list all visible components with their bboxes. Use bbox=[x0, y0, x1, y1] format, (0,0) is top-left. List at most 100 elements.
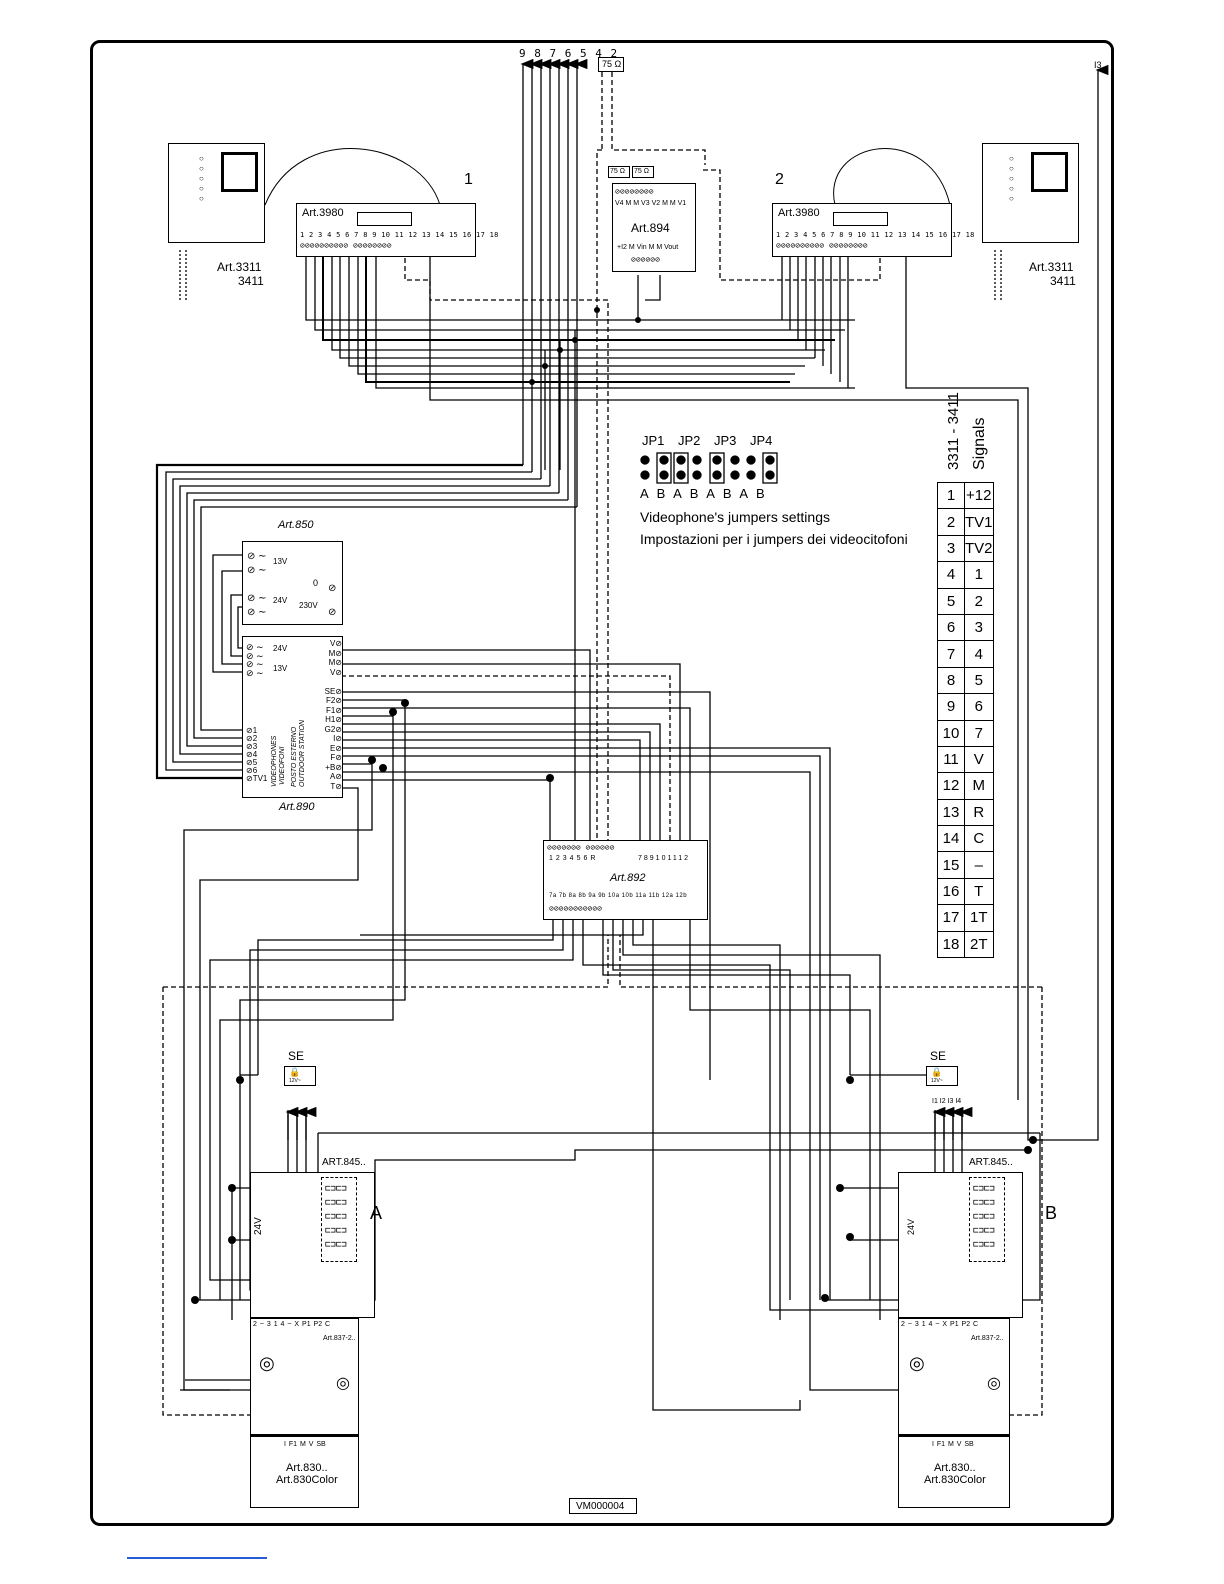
art850-230v: 230V bbox=[299, 601, 318, 610]
se-right-lock-icon: 🔒 bbox=[931, 1067, 943, 1077]
signal-number: 10 bbox=[937, 719, 965, 747]
station-b-keypad-frame: 24V ⊏⊐⊏⊐⊏⊐⊏⊐⊏⊐⊏⊐⊏⊐⊏⊐⊏⊐⊏⊐ bbox=[898, 1172, 1023, 1318]
se-left-label: SE bbox=[288, 1049, 305, 1063]
art892-top-terms-2: 789101112 bbox=[638, 855, 690, 862]
art890-label-posto: POSTO ESTERNO bbox=[291, 726, 298, 787]
phone-right-model2: 3411 bbox=[1050, 274, 1076, 288]
art894: ⊘⊘⊘⊘⊘⊘⊘⊘ V4 M M V3 V2 M M V1 Art.894 +I2… bbox=[612, 183, 696, 272]
signal-name: R bbox=[964, 798, 994, 827]
art890-13v: 13V bbox=[273, 664, 288, 673]
art890-right-terminals: V⊘M⊘M⊘V⊘ SE⊘F2⊘F1⊘H1⊘G2⊘I⊘E⊘F⊘+B⊘A⊘T⊘ bbox=[324, 639, 342, 791]
signal-name: 6 bbox=[964, 693, 994, 721]
station-b-camera-terms: I F1 M V SB bbox=[932, 1441, 974, 1448]
jumper-label-jp3: JP3 bbox=[714, 433, 737, 448]
signal-name: 7 bbox=[964, 719, 994, 747]
art3980-left-screws-icon: ⊘⊘⊘⊘⊘⊘⊘⊘⊘⊘ ⊘⊘⊘⊘⊘⊘⊘⊘ bbox=[300, 241, 392, 250]
video-bus-loop bbox=[155, 463, 577, 780]
station-b-letter: B bbox=[1045, 1203, 1058, 1223]
diagram-frame bbox=[90, 40, 1114, 1526]
art3980-left-title: Art.3980 bbox=[302, 207, 344, 219]
station-b-button-icons: ⊏⊐⊏⊐⊏⊐⊏⊐⊏⊐⊏⊐⊏⊐⊏⊐⊏⊐⊏⊐ bbox=[973, 1184, 995, 1250]
station-b-mic-icon: ◎ bbox=[987, 1375, 1001, 1392]
art892-screws-top-icon: ⊘⊘⊘⊘⊘⊘⊘ ⊘⊘⊘⊘⊘⊘ bbox=[547, 843, 615, 852]
footer-link-underline bbox=[127, 1557, 267, 1559]
se-left-lock: 🔒 12V~ bbox=[284, 1066, 316, 1086]
art894-resistor-2: 75 Ω bbox=[632, 166, 654, 178]
art894-bottom-terms: +I2 M Vin M M Vout bbox=[617, 244, 679, 251]
art890-power-terminals-icon: ⊘ ∼⊘ ∼⊘ ∼⊘ ∼ bbox=[246, 642, 264, 678]
art894-title: Art.894 bbox=[631, 221, 670, 235]
signal-number: 2 bbox=[937, 508, 965, 536]
jumper-grid bbox=[640, 452, 778, 484]
monitor1-wires bbox=[305, 250, 1019, 1100]
art892-top-terms: 123456R bbox=[549, 855, 599, 862]
phone-right-buttons-icon: ○○○○○ bbox=[1009, 154, 1014, 203]
art850-title: Art.850 bbox=[278, 519, 314, 531]
art892-output-wires bbox=[209, 918, 961, 1411]
signal-name: M bbox=[964, 772, 994, 800]
station-a-lamp-label: 24V bbox=[253, 1217, 264, 1235]
station-a-keypad-buttons: ⊏⊐⊏⊐⊏⊐⊏⊐⊏⊐⊏⊐⊏⊐⊏⊐⊏⊐⊏⊐ bbox=[321, 1177, 357, 1262]
art3980-right-title: Art.3980 bbox=[778, 207, 820, 219]
signal-name: C bbox=[964, 825, 994, 853]
signal-name: 1T bbox=[964, 904, 994, 932]
art850-zero: 0 bbox=[313, 578, 319, 588]
signal-number: 12 bbox=[937, 772, 965, 800]
art890-left-terminals: ⊘1⊘2⊘3⊘4⊘5⊘6⊘TV1 bbox=[246, 726, 268, 783]
signals-subtitle: Signals bbox=[971, 417, 988, 470]
art892-screws-bottom-icon: ⊘⊘⊘⊘⊘⊘⊘⊘⊘⊘⊘ bbox=[549, 904, 602, 913]
station-b-unit-terms: 2 ~ 3 1 4 ~ X P1 P2 C bbox=[901, 1321, 979, 1328]
se-left-volt: 12V~ bbox=[289, 1078, 301, 1084]
station-b-lamp-label: 24V bbox=[906, 1218, 916, 1235]
signal-number: 13 bbox=[937, 798, 965, 827]
station-a-camera: I F1 M V SB Art.830.. Art.830Color bbox=[250, 1434, 359, 1508]
signal-number: 5 bbox=[937, 587, 965, 615]
monitor2-wires bbox=[781, 64, 1109, 1141]
phone-right: ○○○○○ bbox=[982, 143, 1079, 243]
station-a-unit: 2 ~ 3 1 4 ~ X P1 P2 C Art.837-2.. ◎ ◎ bbox=[250, 1318, 359, 1436]
signals-row: 1+12 bbox=[937, 481, 994, 510]
jumper-positions: A B A B A B A B bbox=[640, 486, 765, 501]
station-b-unit-name: Art.837-2.. bbox=[971, 1335, 1004, 1342]
art894-top-terms: V4 M M V3 V2 M M V1 bbox=[615, 200, 687, 207]
signal-number: 16 bbox=[937, 877, 965, 906]
station-b-camera-name: Art.830.. bbox=[934, 1462, 976, 1474]
monitor-right-number: 2 bbox=[775, 171, 784, 188]
signal-number: 9 bbox=[937, 693, 965, 721]
art894-screws-bottom-icon: ⊘⊘⊘⊘⊘⊘ bbox=[631, 255, 660, 264]
station-a-keypad-frame: 24V ⊏⊐⊏⊐⊏⊐⊏⊐⊏⊐⊏⊐⊏⊐⊏⊐⊏⊐⊏⊐ bbox=[250, 1172, 375, 1318]
signal-name: 5 bbox=[964, 666, 994, 695]
signal-number: 14 bbox=[937, 825, 965, 853]
art894-screws-top-icon: ⊘⊘⊘⊘⊘⊘⊘⊘ bbox=[615, 187, 654, 196]
jumpers-caption-it: Impostazioni per i jumpers dei videocito… bbox=[640, 531, 908, 547]
art894-wires bbox=[544, 275, 661, 840]
art894-resistor-1: 75 Ω bbox=[608, 166, 630, 178]
se-left-lock-icon: 🔒 bbox=[289, 1067, 301, 1077]
se-right-label: SE bbox=[930, 1049, 947, 1063]
art892: ⊘⊘⊘⊘⊘⊘⊘ ⊘⊘⊘⊘⊘⊘ 123456R 789101112 Art.892… bbox=[543, 840, 708, 920]
art3980-right-terminals: 1 2 3 4 5 6 7 8 9 10 11 12 13 14 15 16 1… bbox=[776, 231, 975, 239]
station-a-speaker-icon: ◎ bbox=[259, 1353, 275, 1373]
jumper-label-jp1: JP1 bbox=[642, 433, 665, 448]
art850: ⊘ ∼⊘ ∼⊘ ∼⊘ ∼ 13V 24V 0 230V ⊘⊘ bbox=[242, 541, 343, 625]
station-b-arrows-label: I1 I2 I3 I4 bbox=[932, 1098, 962, 1105]
art850-13v: 13V bbox=[273, 557, 288, 566]
art890-label-videofoni: VIDEOFONI bbox=[279, 746, 286, 785]
signal-name: 2 bbox=[964, 587, 994, 615]
signal-number: 1 bbox=[937, 481, 965, 510]
station-a-camera-name2: Art.830Color bbox=[276, 1474, 338, 1486]
station-a-mic-icon: ◎ bbox=[336, 1375, 350, 1392]
art850-mains-screws-icon: ⊘⊘ bbox=[328, 583, 337, 618]
phone-left-buttons-icon: ○○○○○ bbox=[199, 154, 204, 203]
art850-terminals-icon: ⊘ ∼⊘ ∼⊘ ∼⊘ ∼ bbox=[247, 551, 267, 618]
